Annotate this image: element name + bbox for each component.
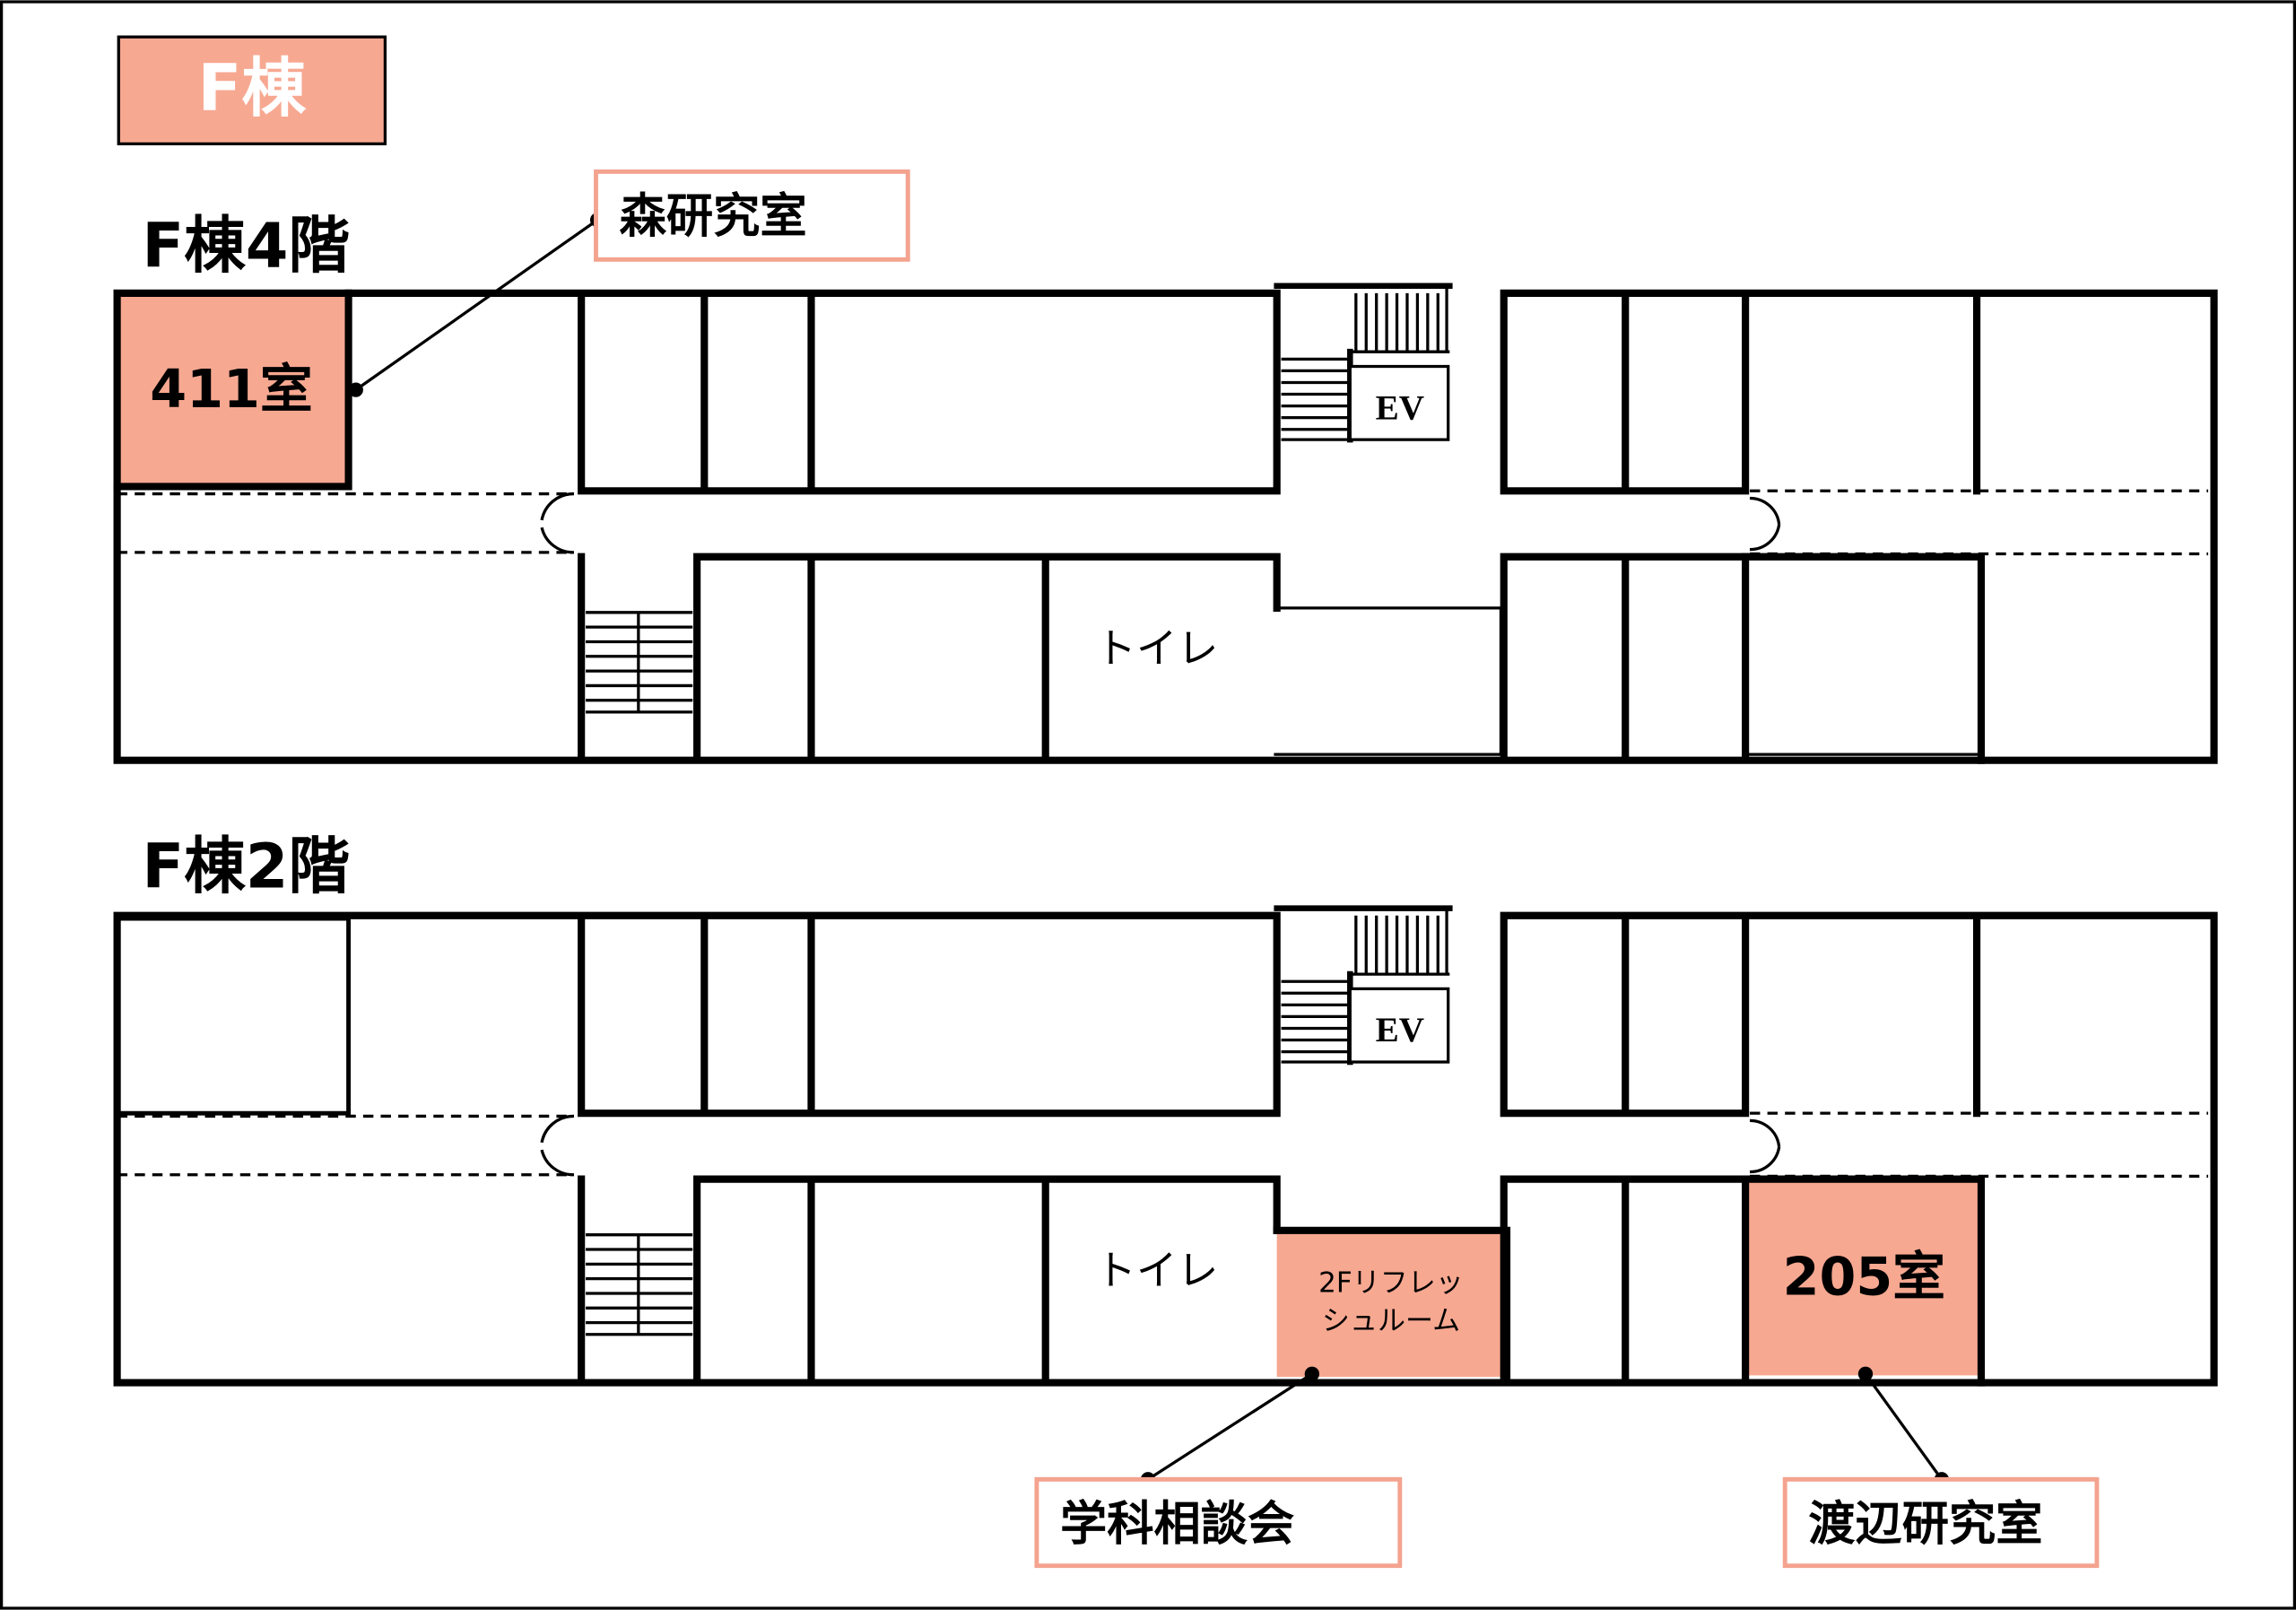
callout-mori-lab: 森研究室 xyxy=(348,169,910,397)
elevator-label-4f: EV xyxy=(1376,388,1424,427)
elevator-label-2f: EV xyxy=(1376,1011,1424,1049)
floor-title-2f: F棟2階 xyxy=(142,831,350,903)
restroom-label-2f: トイレ xyxy=(1095,1247,1218,1294)
consultation-label: 学科相談会 xyxy=(1060,1497,1294,1551)
mori-lab-label: 森研究室 xyxy=(620,189,807,243)
refresh-room-fill xyxy=(1276,1230,1507,1378)
building-label-box xyxy=(117,35,387,145)
refresh-room-label-1: 2Fリフレッ xyxy=(1318,1266,1464,1299)
room-205-fill xyxy=(1745,1179,1981,1376)
room-411-fill xyxy=(117,292,349,487)
floor-plan-4f xyxy=(117,286,2214,761)
callout-watanabe-lab: 渡辺研究室 xyxy=(1782,1366,2100,1569)
callout-consultation: 学科相談会 xyxy=(1034,1366,1403,1569)
watanabe-lab-label: 渡辺研究室 xyxy=(1808,1497,2042,1551)
room-205-label: 205室 xyxy=(1783,1246,1945,1308)
room-411-label: 411室 xyxy=(150,358,312,420)
building-label: F棟 xyxy=(197,50,307,126)
refresh-room-label-2: シュルーム xyxy=(1322,1305,1460,1337)
floor-title-4f: F棟4階 xyxy=(142,210,350,282)
restroom-label-4f: トイレ xyxy=(1095,624,1218,672)
